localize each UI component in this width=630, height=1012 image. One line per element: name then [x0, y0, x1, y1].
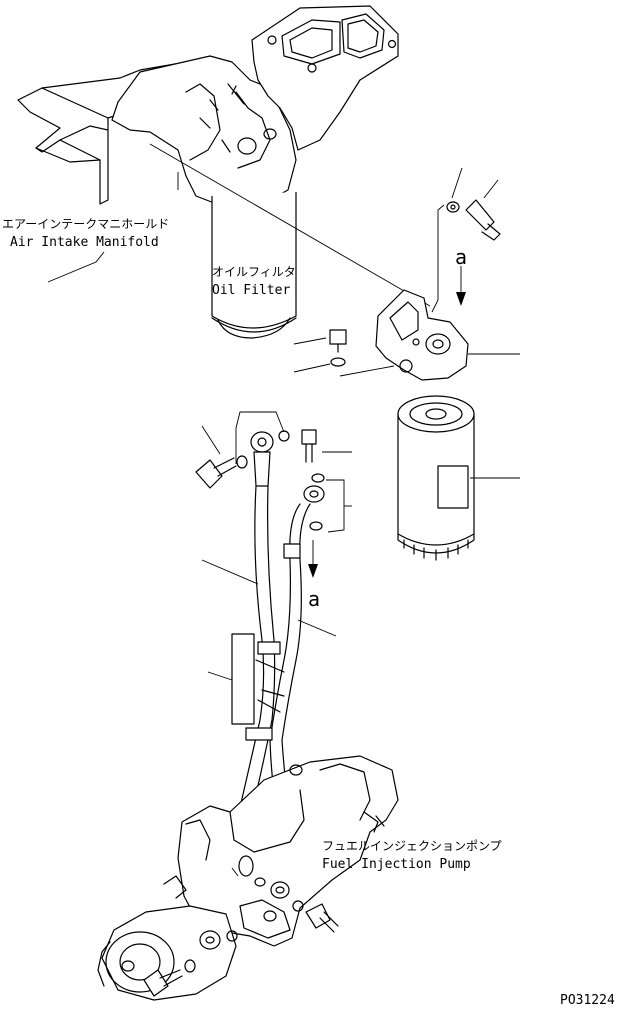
- fuel-pump-label-en: Fuel Injection Pump: [322, 857, 471, 872]
- filter-cartridge-drawing: [397, 395, 520, 561]
- filter-head-drawing: [293, 289, 520, 381]
- filter-head-fasteners: [431, 167, 501, 313]
- fuel-injection-pump-drawing: [97, 755, 399, 1001]
- arrow-a-bottom-label: a: [308, 587, 320, 611]
- air-intake-manifold-drawing: [17, 5, 399, 339]
- air-intake-label-en: Air Intake Manifold: [10, 235, 159, 250]
- drawing-number: PO31224: [560, 993, 615, 1008]
- pump-leader-line: [231, 867, 239, 877]
- oil-filter-label-en: Oil Filter: [212, 283, 290, 298]
- arrow-a-top-label: a: [455, 245, 467, 269]
- oil-filter-label-jp: オイルフィルタ: [212, 265, 296, 279]
- manifold-leader-lines: [47, 143, 431, 307]
- hose-fittings-drawing: [195, 411, 352, 578]
- air-intake-label-jp: エアーインテークマニホールド: [2, 217, 169, 231]
- fuel-pump-label-jp: フュエルインジェクションポンプ: [322, 839, 502, 853]
